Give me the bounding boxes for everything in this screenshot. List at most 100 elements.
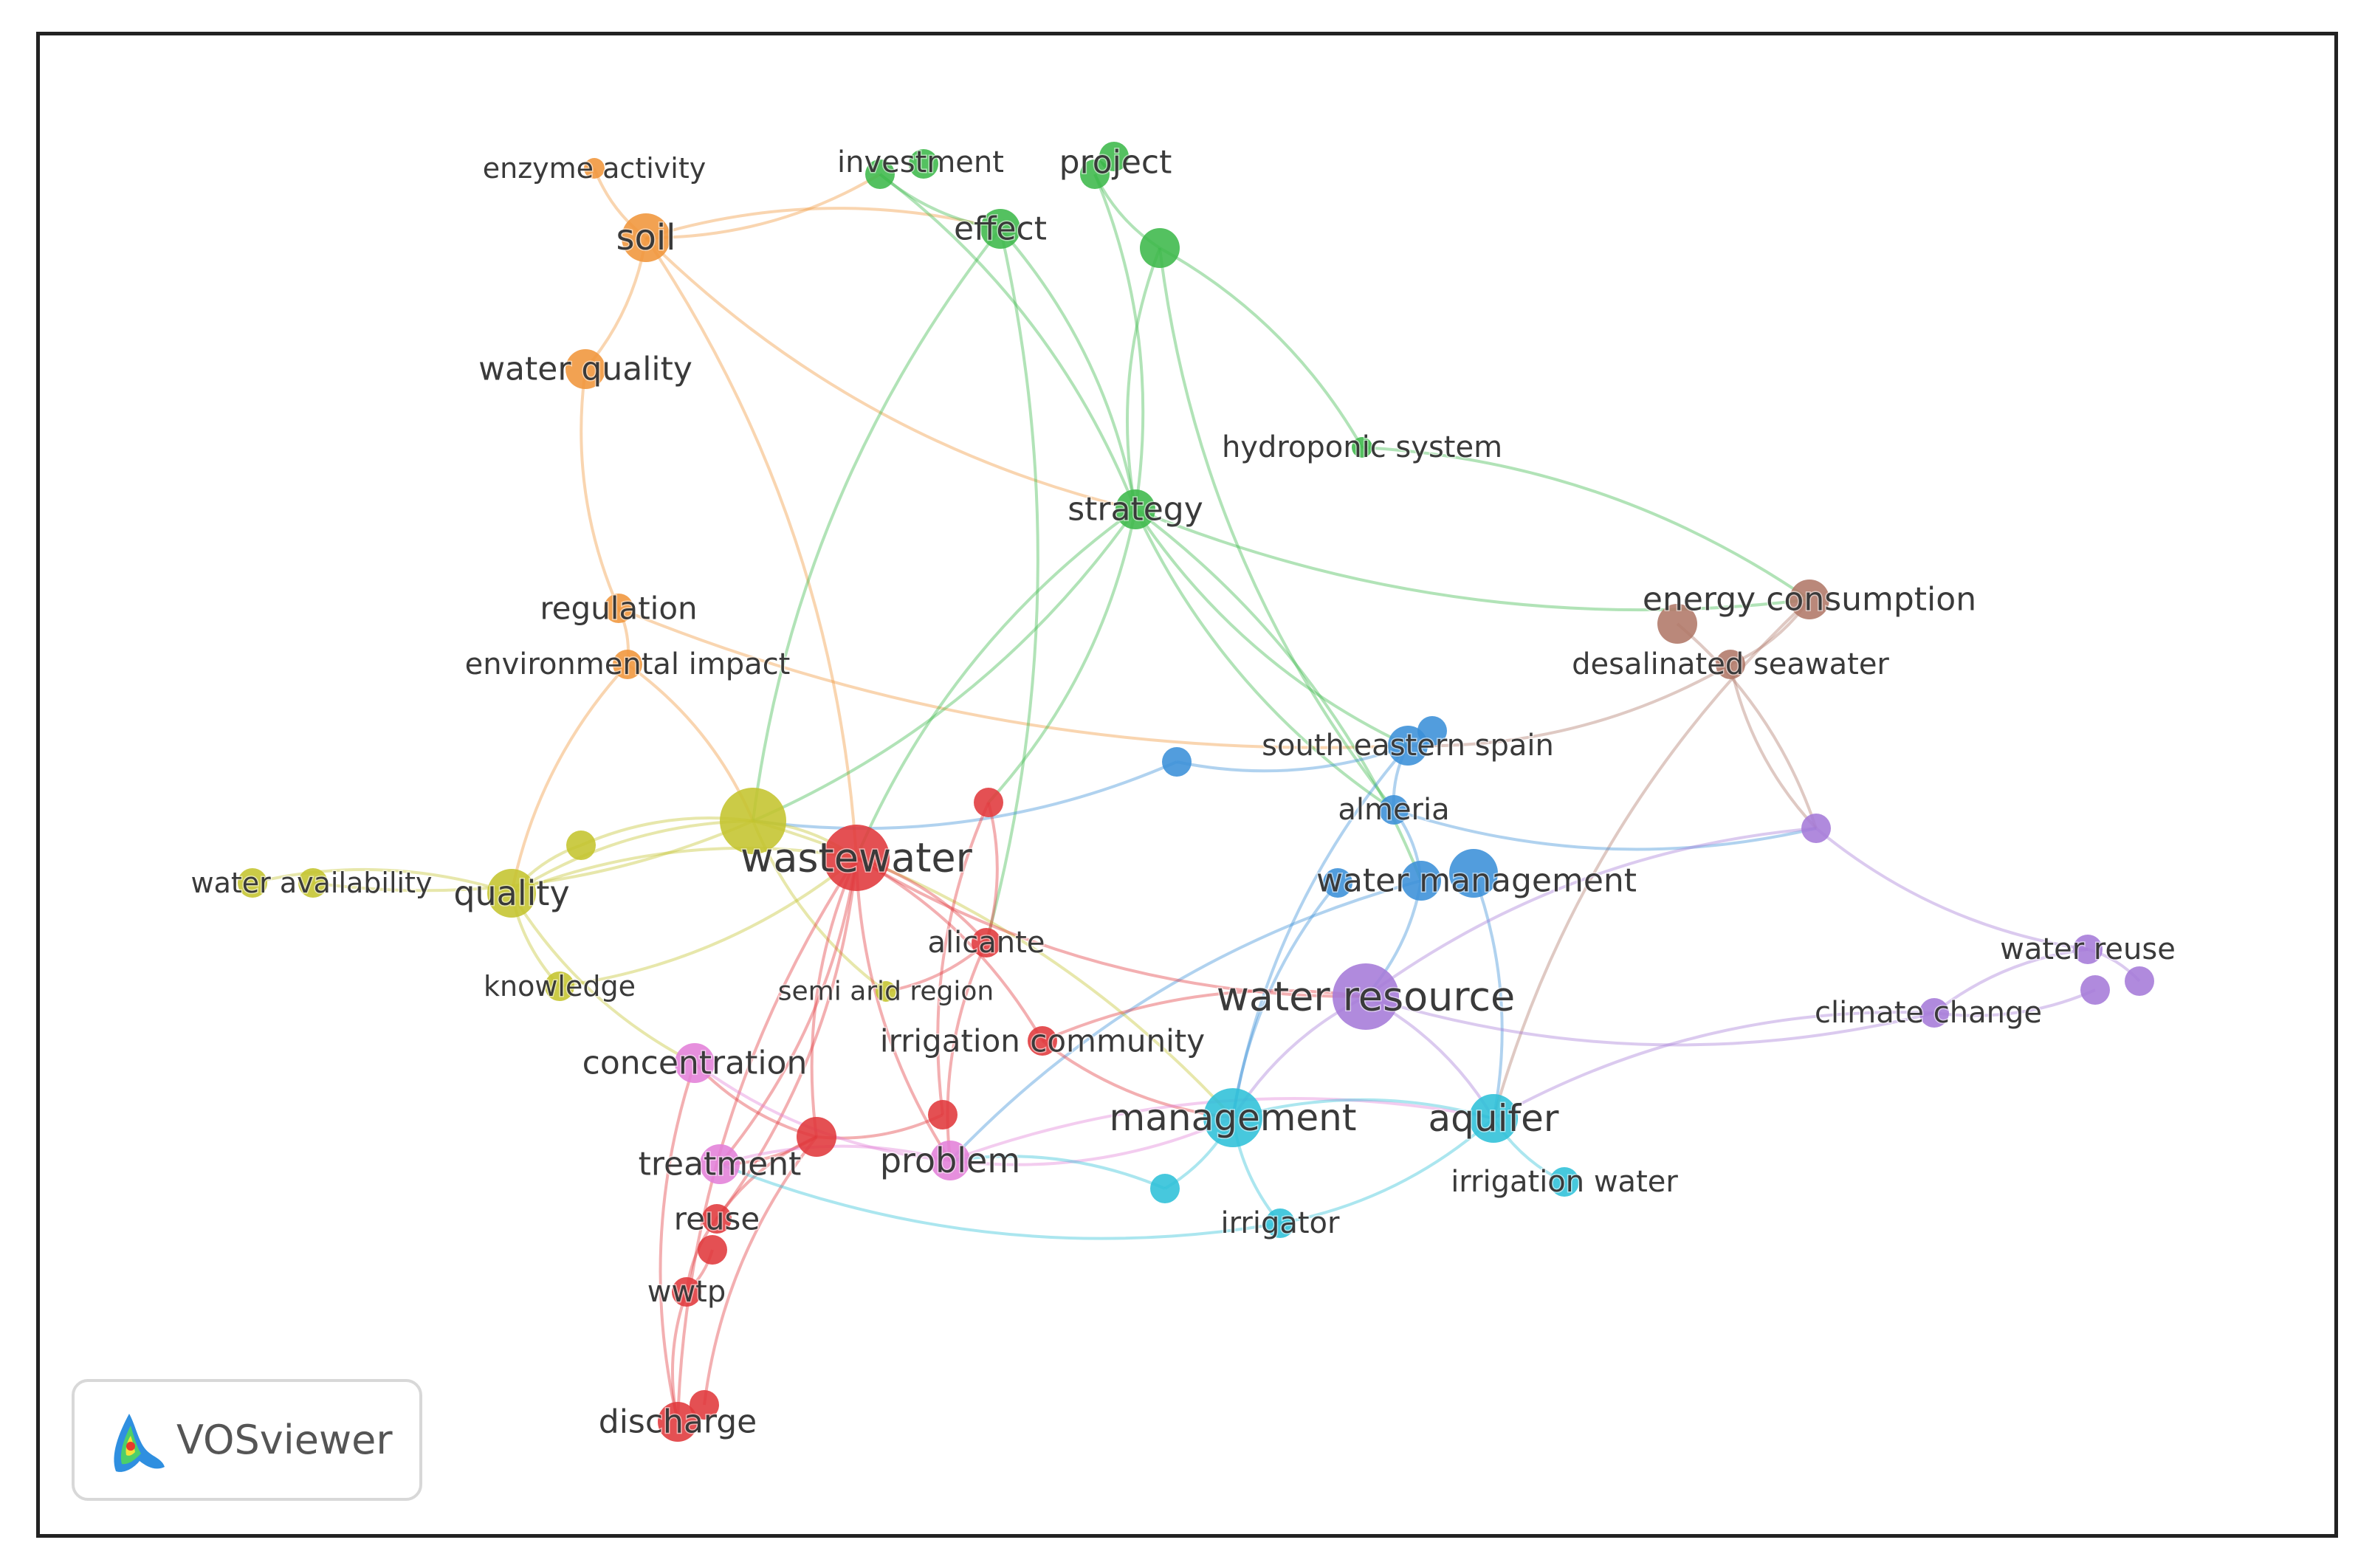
label-hydroponic-system[interactable]: hydroponic system: [1220, 430, 1503, 466]
node-project-b[interactable]: [1099, 142, 1129, 171]
node-quality[interactable]: [487, 869, 536, 918]
node-project[interactable]: [1080, 159, 1110, 189]
node-discharge[interactable]: [658, 1402, 698, 1442]
node-treatment[interactable]: [700, 1144, 740, 1184]
node-cyan-small[interactable]: [1150, 1174, 1180, 1203]
node-wastewater[interactable]: [823, 825, 890, 891]
node-water-reuse[interactable]: [2073, 935, 2103, 964]
label-concentration[interactable]: concentration: [581, 1043, 808, 1083]
label-strategy[interactable]: strategy: [1067, 489, 1205, 529]
label-wastewater[interactable]: wastewater: [740, 833, 974, 882]
node-reuse-b[interactable]: [698, 1235, 727, 1265]
label-soil[interactable]: soil: [615, 216, 677, 260]
node-irrigator[interactable]: [1265, 1208, 1295, 1238]
link-effect-alicante: [985, 228, 1039, 943]
node-problem[interactable]: [930, 1141, 970, 1180]
link-project-strategy: [1093, 173, 1145, 510]
node-water-quality[interactable]: [566, 349, 605, 389]
node-aquifer[interactable]: [1469, 1094, 1518, 1143]
node-regulation[interactable]: [604, 594, 633, 623]
node-green-hub[interactable]: [1140, 228, 1180, 268]
label-regulation[interactable]: regulation: [539, 589, 698, 627]
label-almeria[interactable]: almeria: [1337, 792, 1451, 828]
node-climate-change[interactable]: [1919, 998, 1949, 1028]
node-reuse[interactable]: [702, 1204, 732, 1234]
link-water-reuse-climate-change: [1933, 948, 2089, 1014]
node-concentration[interactable]: [675, 1043, 715, 1083]
label-south-eastern-spain[interactable]: south eastern spain: [1261, 728, 1555, 764]
label-knowledge[interactable]: knowledge: [483, 969, 637, 1004]
node-red-mid[interactable]: [928, 1100, 958, 1129]
label-water-management[interactable]: water management: [1315, 861, 1637, 901]
label-aquifer[interactable]: aquifer: [1427, 1096, 1560, 1141]
label-climate-change[interactable]: climate change: [1814, 995, 2043, 1031]
node-energy-b[interactable]: [1657, 604, 1697, 644]
label-investment[interactable]: investment: [836, 145, 1005, 181]
node-red-hub[interactable]: [797, 1117, 836, 1157]
label-water-availability[interactable]: water availability: [190, 866, 433, 901]
node-almeria[interactable]: [1379, 795, 1409, 825]
label-desalinated-seawater[interactable]: desalinated seawater: [1571, 647, 1891, 683]
node-wwtp[interactable]: [672, 1277, 701, 1307]
node-enzyme-activity[interactable]: [584, 158, 605, 179]
label-water-quality[interactable]: water quality: [478, 349, 694, 389]
map-frame: [36, 32, 2338, 1538]
label-management[interactable]: management: [1108, 1096, 1358, 1141]
node-purple-right[interactable]: [1801, 814, 1831, 843]
node-energy-consumption[interactable]: [1790, 580, 1829, 619]
label-reuse[interactable]: reuse: [673, 1200, 761, 1238]
node-irrigation-water[interactable]: [1550, 1167, 1579, 1197]
node-water-availability[interactable]: [238, 868, 267, 898]
label-irrigation-community[interactable]: irrigation community: [879, 1022, 1206, 1060]
node-knowledge[interactable]: [545, 972, 574, 1001]
node-effect[interactable]: [980, 209, 1020, 249]
label-wwtp[interactable]: wwtp: [646, 1274, 727, 1310]
label-effect[interactable]: effect: [953, 209, 1048, 249]
vosviewer-logo[interactable]: VOSviewer: [72, 1379, 422, 1501]
node-yellow-small[interactable]: [566, 831, 596, 860]
node-management[interactable]: [1203, 1088, 1262, 1147]
node-south-eastern-spain[interactable]: [1388, 726, 1428, 766]
node-discharge-b[interactable]: [690, 1390, 719, 1420]
node-ses-b[interactable]: [1417, 716, 1447, 746]
label-environmental-impact[interactable]: environmental impact: [464, 647, 791, 683]
node-wm-c[interactable]: [1449, 849, 1498, 898]
link-water-management-problem: [949, 879, 1422, 1162]
node-strategy[interactable]: [1115, 489, 1155, 529]
label-water-resource[interactable]: water resource: [1215, 972, 1516, 1021]
node-wa-b[interactable]: [298, 868, 328, 898]
node-water-resource[interactable]: [1333, 963, 1399, 1030]
node-red-top[interactable]: [974, 788, 1003, 817]
label-quality[interactable]: quality: [453, 873, 571, 915]
label-semi-arid-region[interactable]: semi arid region: [777, 975, 994, 1008]
label-discharge[interactable]: discharge: [597, 1402, 757, 1442]
link-wastewater-discharge: [676, 856, 858, 1423]
label-water-reuse[interactable]: water reuse: [1999, 932, 2177, 968]
node-hydroponic-system[interactable]: [1352, 437, 1372, 458]
node-wr-c[interactable]: [2125, 966, 2154, 996]
label-irrigator[interactable]: irrigator: [1220, 1206, 1341, 1242]
node-wm-b[interactable]: [1323, 868, 1352, 898]
label-problem[interactable]: problem: [879, 1140, 1021, 1182]
node-investment[interactable]: [865, 159, 895, 189]
label-enzyme-activity[interactable]: enzyme activity: [481, 151, 707, 186]
node-irrigation-community[interactable]: [1028, 1026, 1057, 1056]
link-effect-strategy: [999, 227, 1137, 510]
node-yellow-big[interactable]: [720, 788, 786, 854]
link-treatment-problem: [719, 1144, 951, 1166]
node-wr-b[interactable]: [2080, 975, 2110, 1005]
node-water-management[interactable]: [1401, 861, 1441, 901]
node-blue-small[interactable]: [1162, 747, 1192, 777]
node-environmental-impact[interactable]: [613, 650, 642, 679]
node-investment-b[interactable]: [909, 149, 938, 179]
label-treatment[interactable]: treatment: [637, 1144, 802, 1184]
node-desalinated-seawater[interactable]: [1716, 650, 1745, 679]
label-alicante[interactable]: alicante: [927, 925, 1046, 961]
label-energy-consumption[interactable]: energy consumption: [1641, 580, 1977, 619]
node-soil[interactable]: [622, 213, 670, 262]
node-semi-arid-region[interactable]: [876, 981, 896, 1002]
node-alicante[interactable]: [972, 928, 1001, 957]
label-irrigation-water[interactable]: irrigation water: [1450, 1164, 1680, 1200]
label-project[interactable]: project: [1058, 142, 1173, 182]
